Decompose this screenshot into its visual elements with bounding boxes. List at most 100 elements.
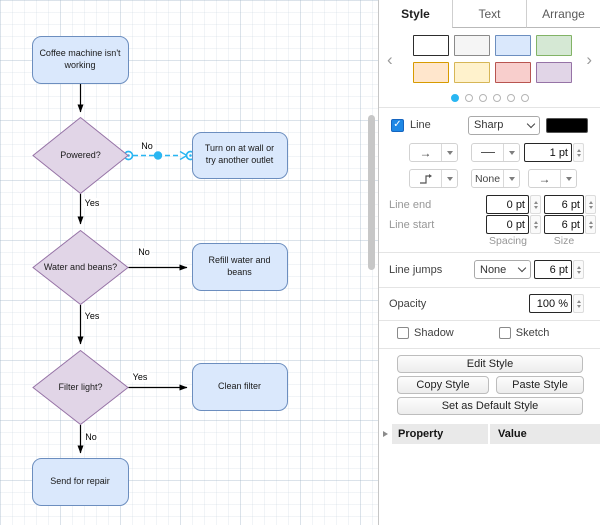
expander-triangle-icon[interactable] [383,431,388,437]
node-label-start[interactable]: Coffee machine isn't working [39,47,121,70]
node-label-turn-on[interactable]: Turn on at wall or try another outlet [204,143,275,165]
tab-text-label: Text [478,6,501,21]
node-send-repair[interactable] [32,458,129,506]
arrow-right-icon[interactable]: → [419,145,432,160]
stepper-up-icon [533,220,538,224]
property-column-header[interactable]: Property [392,424,488,444]
node-refill[interactable] [192,243,288,291]
selected-edge-target-dot [189,154,192,157]
edge-label-powered-yes[interactable]: Yes [83,198,101,208]
chevron-down-icon [565,176,572,181]
stepper-up-icon [588,220,593,224]
line-end-label: Line end [389,198,432,211]
line-jumps-size-stepper[interactable] [573,260,584,279]
node-water-beans[interactable] [32,229,129,306]
chevron-right-icon[interactable]: › [586,50,592,69]
line-width-value: 1 pt [549,146,568,159]
copy-style-button[interactable]: Copy Style [397,376,489,394]
line-jumps-size-input[interactable]: 6 pt [534,260,572,279]
edge-label-water-no[interactable]: No [137,247,151,257]
arrow-right-icon[interactable]: → [538,171,551,186]
edge-label-powered-no[interactable]: No [140,141,154,151]
tab-text[interactable]: Text [452,0,526,28]
node-label-filter-light[interactable]: Filter light? [58,381,103,392]
line-end-size-stepper[interactable] [585,195,596,214]
node-label-send-repair[interactable]: Send for repair [50,475,110,486]
diagram-canvas[interactable]: Coffee machine isn't working Powered? Tu… [0,0,378,525]
selected-edge-midpoint-handle[interactable] [153,151,163,160]
style-preset-swatch-orange[interactable] [413,62,449,83]
page-dot-6[interactable] [520,94,529,102]
opacity-input[interactable]: 100 % [529,294,572,313]
line-start-spacing-input[interactable]: 0 pt [486,215,529,234]
connection-value[interactable]: None [474,172,501,185]
style-preset-swatch-gray[interactable] [454,35,490,56]
shadow-checkbox[interactable]: ✓ [397,327,409,339]
stepper-up-icon [533,200,538,204]
line-end-spacing-stepper[interactable] [530,195,541,214]
style-preset-swatch-blue[interactable] [495,35,531,56]
opacity-label: Opacity [389,297,427,310]
style-preset-swatch-red[interactable] [495,62,531,83]
line-checkbox[interactable]: ✓ [391,118,404,132]
tab-arrange[interactable]: Arrange [526,0,600,28]
chevron-left-icon[interactable]: ‹ [387,50,393,69]
line-start-arrow-dropdown[interactable] [441,144,457,161]
line-width-input[interactable]: 1 pt [524,143,572,162]
elbow-connector-icon[interactable] [410,170,441,187]
line-end-arrow-dropdown[interactable] [560,170,576,187]
line-dash-dropdown[interactable] [503,144,519,161]
node-filter-light[interactable] [32,349,129,426]
flowchart-svg [32,36,288,506]
page-dot-1[interactable] [450,94,459,102]
edge-label-filter-yes[interactable]: Yes [131,372,149,382]
line-style-select[interactable]: Sharp [468,115,540,135]
line-end-size-input[interactable]: 6 pt [544,195,584,214]
sketch-checkbox[interactable]: ✓ [498,327,511,339]
opacity-value: 100 % [536,297,568,310]
line-jumps-select[interactable]: None [474,260,531,279]
node-label-water-beans[interactable]: Water and beans? [43,261,118,272]
line-start-size-stepper[interactable] [585,215,596,234]
page-dot-4[interactable] [492,94,501,102]
line-jumps-size-value: 6 pt [549,263,568,276]
connection-group: None [471,169,520,188]
line-width-stepper[interactable] [573,143,584,162]
value-column-header[interactable]: Value [490,424,600,444]
node-clean-filter[interactable] [192,363,288,411]
page-dot-5[interactable] [506,94,515,102]
line-style-value: Sharp [474,119,504,131]
edit-style-button[interactable]: Edit Style [397,355,583,373]
connection-dropdown[interactable] [503,170,519,187]
line-color-button[interactable] [546,117,588,133]
stepper-up-icon [588,200,593,204]
style-preset-swatch-green[interactable] [536,35,572,56]
line-start-spacing-stepper[interactable] [530,215,541,234]
edge-label-filter-no[interactable]: No [84,432,98,442]
node-start[interactable] [32,36,129,84]
line-start-label: Line start [389,218,435,231]
page-dot-2[interactable] [464,94,473,102]
node-label-refill[interactable]: Refill water and beans [208,254,271,277]
node-label-clean-filter[interactable]: Clean filter [217,380,262,391]
line-start-size-value: 6 pt [561,218,580,231]
node-label-powered[interactable]: Powered? [60,149,101,160]
chevron-down-icon [508,176,515,181]
canvas-vertical-scrollbar[interactable] [368,115,375,270]
edge-label-water-yes[interactable]: Yes [83,311,101,321]
paste-style-button[interactable]: Paste Style [496,376,584,394]
opacity-stepper[interactable] [573,294,584,313]
line-end-spacing-input[interactable]: 0 pt [486,195,529,214]
solid-line-icon[interactable] [472,144,503,161]
page-dot-3[interactable] [478,94,487,102]
tab-style[interactable]: Style [379,0,452,28]
style-preset-swatch-white[interactable] [413,35,449,56]
style-preset-swatch-purple[interactable] [536,62,572,83]
node-powered[interactable] [32,116,129,195]
waypoints-dropdown[interactable] [441,170,457,187]
set-default-style-button[interactable]: Set as Default Style [397,397,583,415]
line-start-size-input[interactable]: 6 pt [544,215,584,234]
node-turn-on[interactable] [192,132,288,179]
style-preset-swatch-yellow[interactable] [454,62,490,83]
